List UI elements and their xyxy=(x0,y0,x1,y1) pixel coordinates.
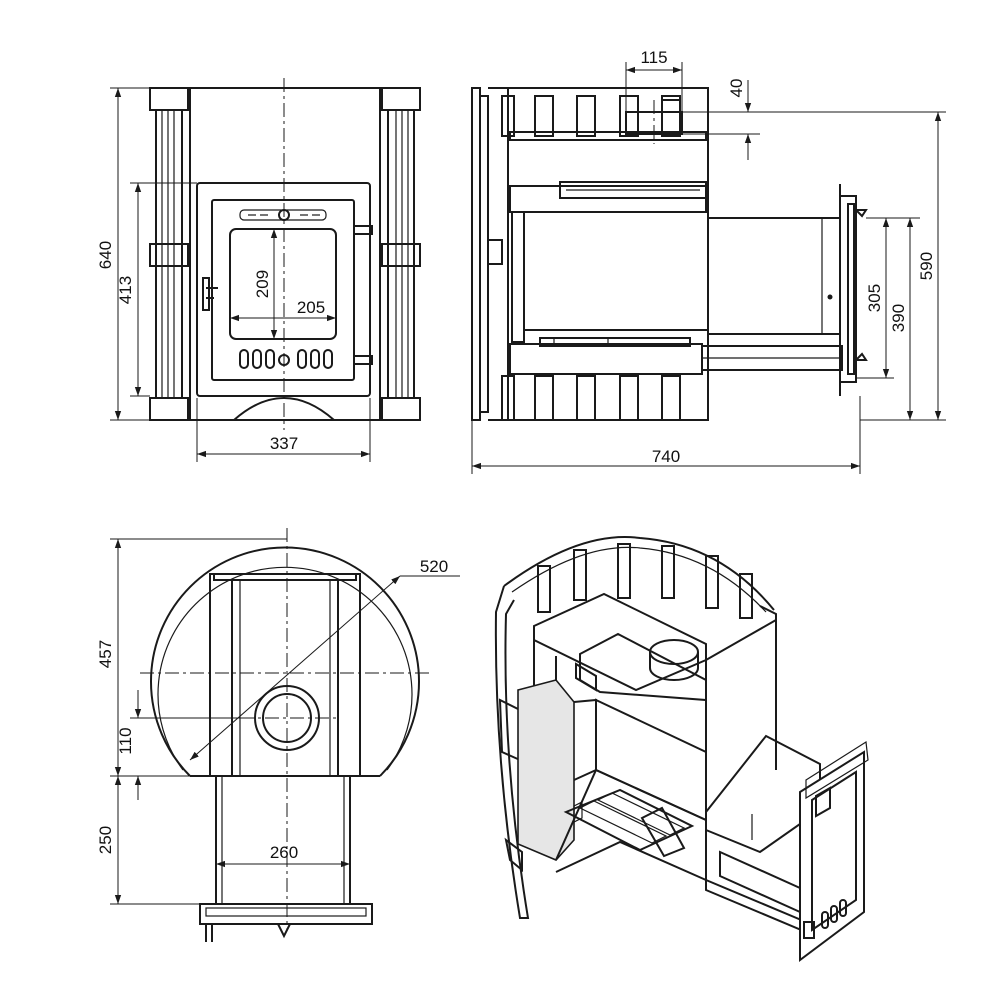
isometric-cutaway-view xyxy=(494,536,869,962)
dim-flue-offset-top: 110 xyxy=(116,727,135,754)
dim-tunnel-width: 260 xyxy=(270,843,298,862)
side-view xyxy=(471,62,946,474)
dim-tunnel-height: 390 xyxy=(889,304,908,332)
dim-front-door-height: 413 xyxy=(116,276,135,304)
dim-front-height: 640 xyxy=(96,241,115,269)
dim-tunnel-length: 250 xyxy=(96,826,115,854)
dim-tunnel-opening: 305 xyxy=(865,284,884,312)
dim-shell-diameter: 520 xyxy=(420,557,448,576)
dim-top-depth: 457 xyxy=(96,640,115,668)
top-view xyxy=(110,528,460,942)
dim-glass-width: 205 xyxy=(297,298,325,317)
dim-total-length: 740 xyxy=(652,447,680,466)
dim-flue-offset: 115 xyxy=(640,48,667,67)
dim-stove-height: 590 xyxy=(917,252,936,280)
dim-front-door-width: 337 xyxy=(270,434,298,453)
dim-glass-height: 209 xyxy=(253,270,272,298)
dim-flue-height: 40 xyxy=(727,79,746,98)
front-view xyxy=(110,78,421,462)
